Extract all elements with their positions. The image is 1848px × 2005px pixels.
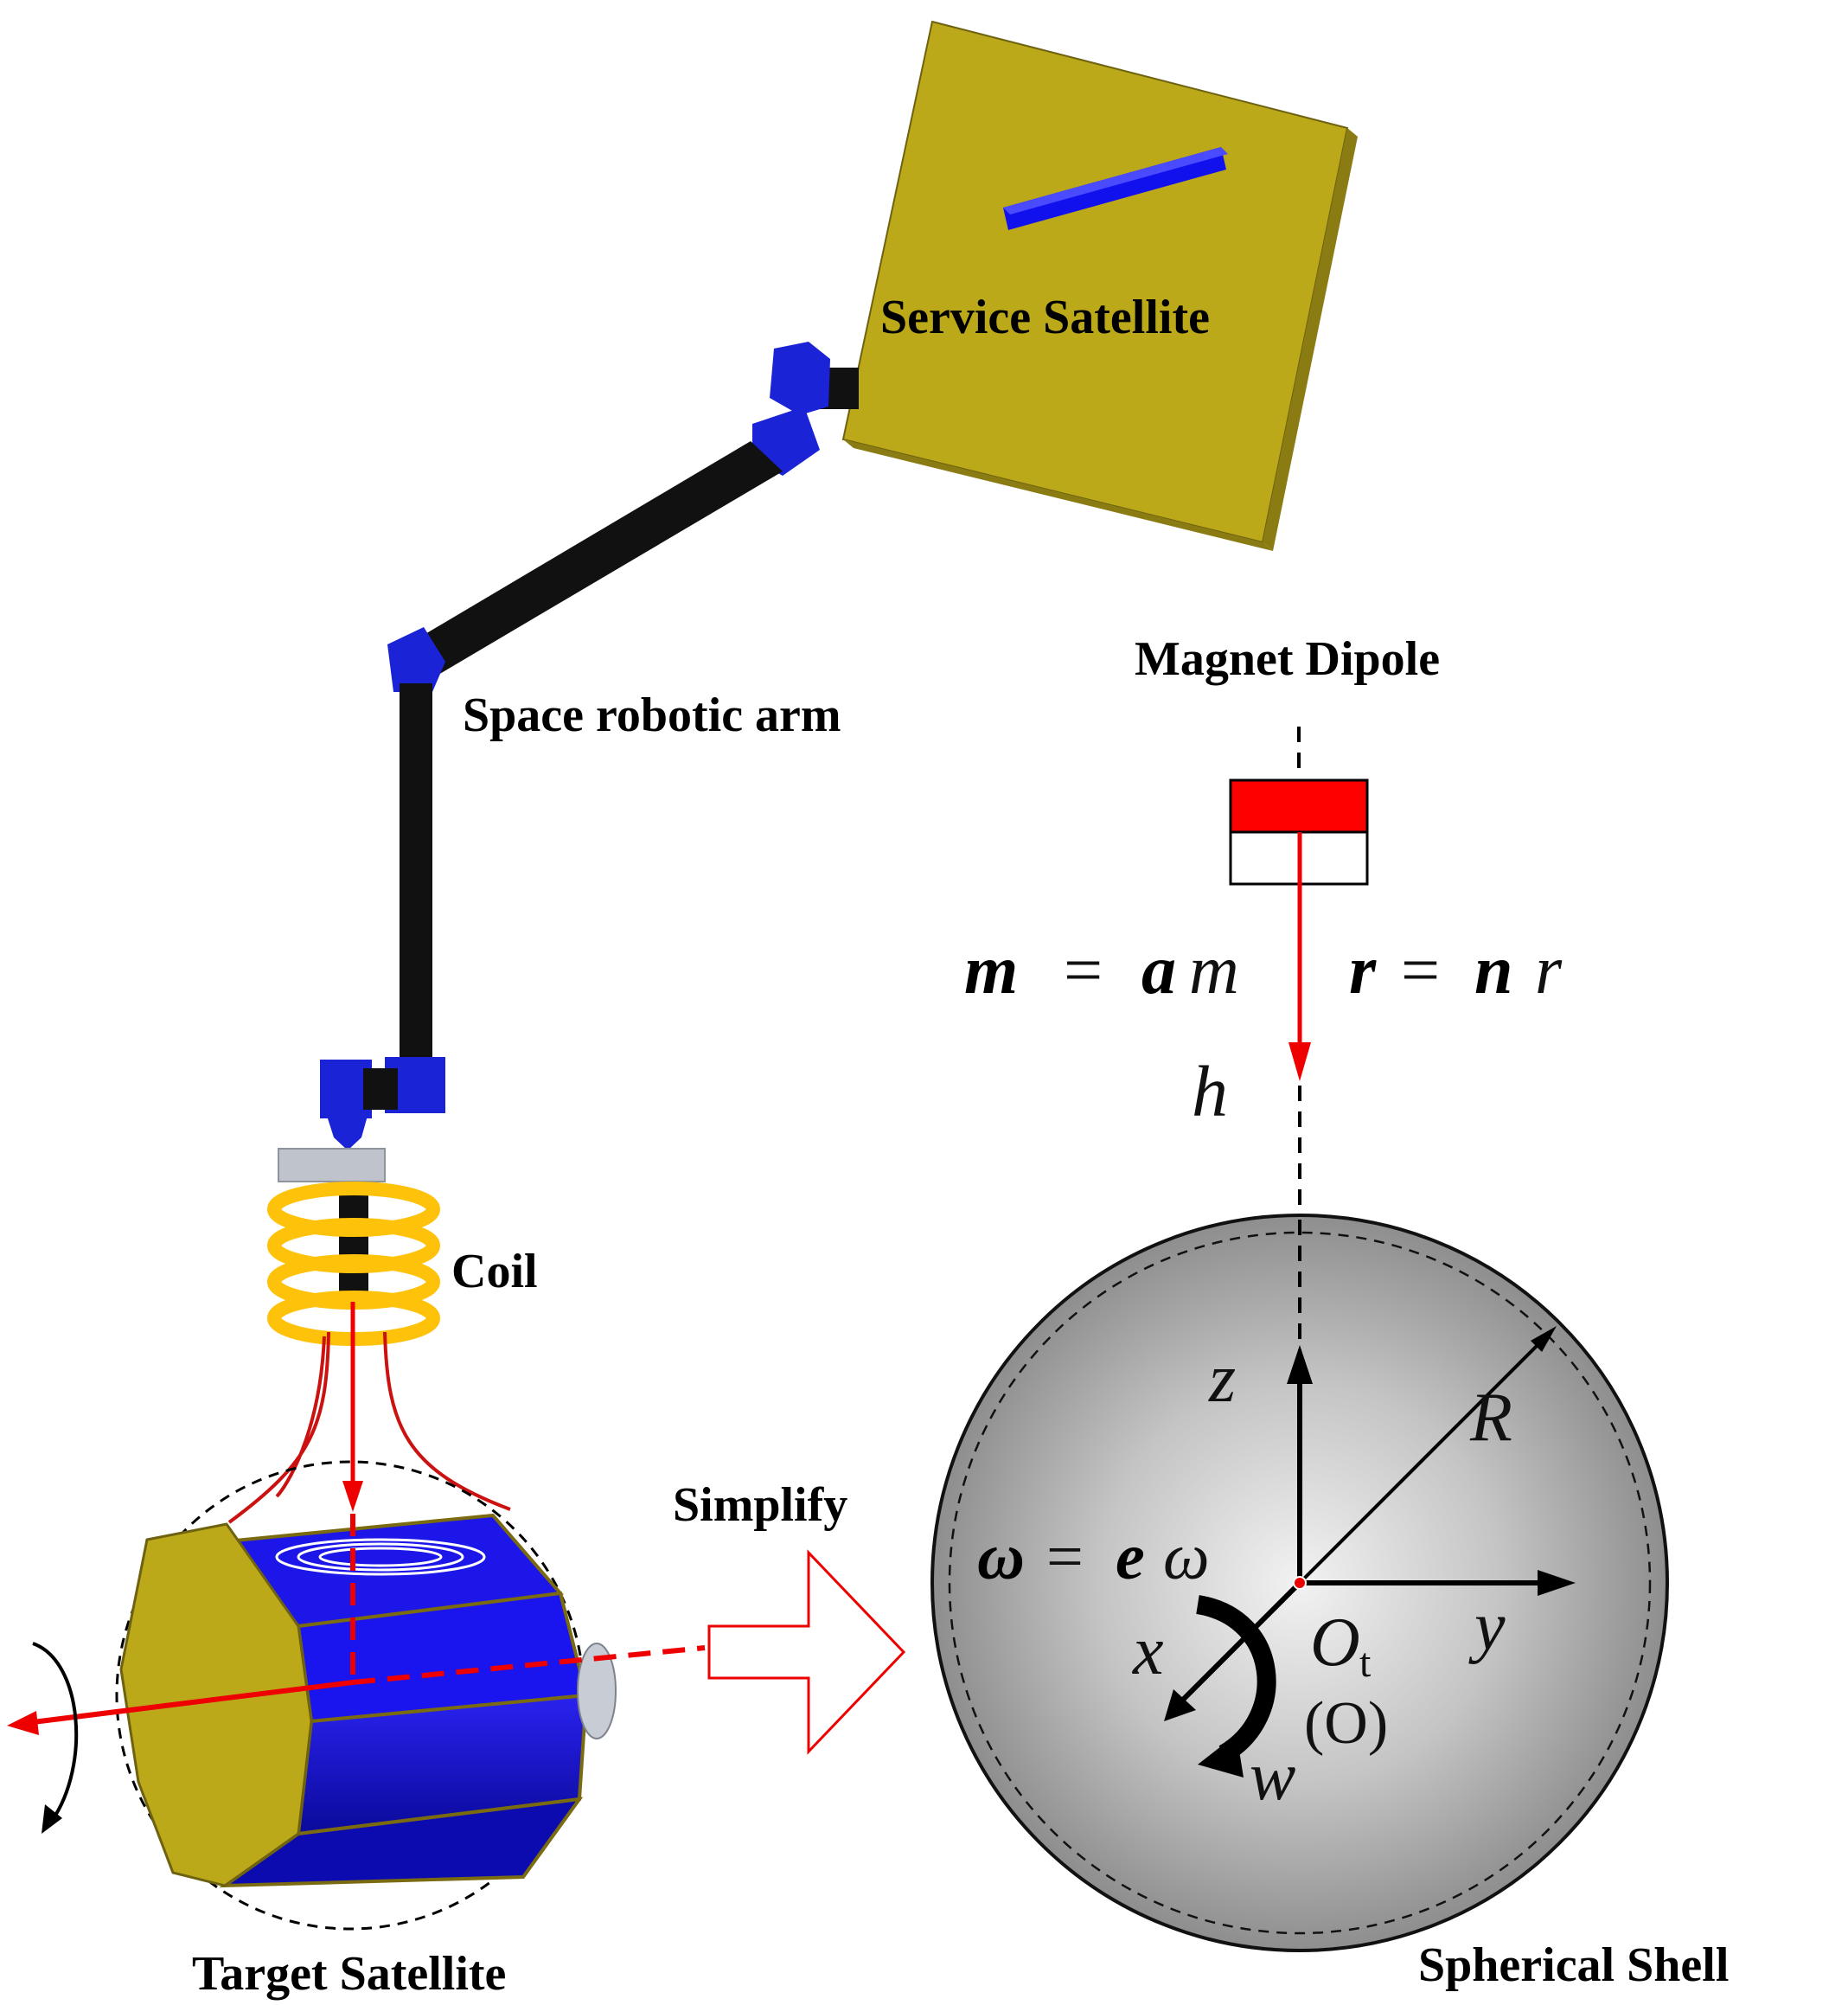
eq-r-vector: n <box>1474 932 1513 1009</box>
target-satellite <box>7 1460 706 1931</box>
space-robotic-arm <box>278 342 859 1182</box>
space-robotic-arm-label: Space robotic arm <box>463 689 841 742</box>
w-symbol: w <box>1250 1739 1295 1815</box>
solar-bar <box>1003 147 1228 230</box>
axis-z-label: z <box>1208 1341 1236 1417</box>
origin-O: O <box>1310 1605 1360 1681</box>
service-satellite-label: Service Satellite <box>880 291 1210 344</box>
equation-omega: ω = e ω <box>977 1521 1210 1593</box>
service-satellite <box>841 20 1358 551</box>
coil-field-arrow <box>342 1302 363 1512</box>
eq-m-scalar: m <box>1189 932 1239 1009</box>
eq-m-equals: = <box>1064 932 1103 1009</box>
origin-subscript: t <box>1359 1640 1372 1686</box>
eq-omega-vector: e <box>1116 1521 1145 1593</box>
spherical-shell-label: Spherical Shell <box>1418 1938 1729 1992</box>
eq-m-lhs: m <box>964 932 1018 1009</box>
w-superscript: (O) <box>1304 1690 1388 1757</box>
eq-r-equals: = <box>1401 932 1440 1009</box>
origin-label: O t <box>1310 1605 1372 1686</box>
radius-R-label: R <box>1469 1380 1512 1456</box>
eq-omega-equals: = <box>1046 1521 1084 1593</box>
simplify-arrow <box>707 1549 906 1755</box>
shell-angular-velocity-label: w (O) <box>1250 1690 1388 1815</box>
magnet-dipole-label: Magnet Dipole <box>1135 632 1440 686</box>
eq-m-vector: a <box>1141 932 1176 1009</box>
eq-r-lhs: r <box>1349 932 1377 1009</box>
coil-label: Coil <box>451 1245 538 1298</box>
dipole-moment-arrow <box>1288 832 1311 1081</box>
spherical-shell <box>930 1214 1669 1952</box>
eq-omega-scalar: ω <box>1163 1521 1210 1593</box>
equation-r: r = n r <box>1349 932 1563 1009</box>
distance-h: h <box>1192 1052 1228 1132</box>
eq-r-scalar: r <box>1535 932 1563 1009</box>
equation-m: m = a m <box>964 932 1239 1009</box>
target-satellite-label: Target Satellite <box>192 1947 506 2001</box>
eq-omega-lhs: ω <box>977 1521 1025 1593</box>
shell-inner-boundary <box>948 1231 1652 1935</box>
field-lines <box>227 1331 511 1524</box>
axis-x-label: x <box>1132 1613 1164 1689</box>
simplify-label: Simplify <box>673 1478 847 1532</box>
origin-point <box>1293 1576 1307 1590</box>
axis-y-label: y <box>1468 1589 1506 1665</box>
